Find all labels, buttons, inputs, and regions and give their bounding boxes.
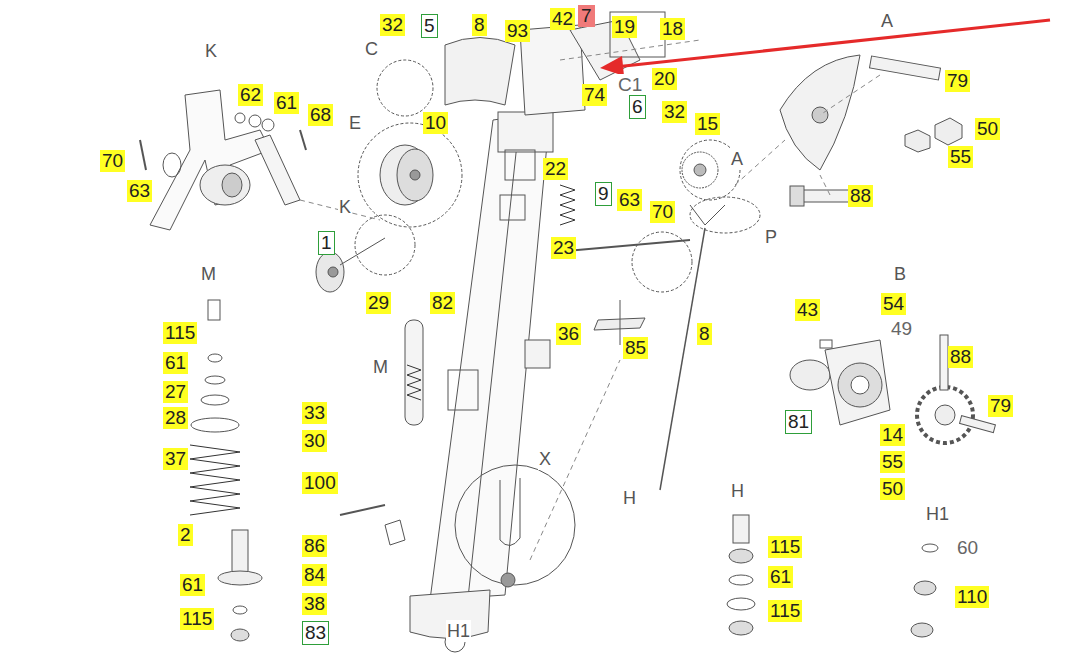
callout-number: 28 [163, 407, 188, 429]
callout-number: 70 [650, 201, 675, 223]
callout-number: 50 [975, 118, 1000, 140]
callout-number: 20 [652, 68, 677, 90]
view-letter: X [538, 448, 552, 470]
view-letter: H1 [925, 503, 950, 525]
callout-number: C1 [616, 74, 644, 96]
view-letter: M [200, 263, 217, 285]
callout-number: 100 [302, 472, 338, 494]
view-letter: M [372, 356, 389, 378]
callout-number: 54 [881, 293, 906, 315]
callout-number: 115 [163, 322, 197, 344]
callout-number: 30 [302, 430, 327, 452]
callout-number: 1 [318, 231, 335, 255]
callout-number: 38 [302, 593, 327, 615]
callout-number: 86 [302, 535, 327, 557]
callout-number: 68 [308, 104, 333, 126]
callout-number: 36 [556, 323, 581, 345]
callout-number: 88 [848, 185, 873, 207]
callout-number: 93 [505, 20, 530, 42]
view-letter: P [764, 226, 778, 248]
callout-number: 22 [543, 158, 568, 180]
callout-number: 33 [302, 402, 327, 424]
view-letter: E [348, 112, 362, 134]
callout-number: 32 [662, 101, 687, 123]
callout-number: 49 [889, 318, 914, 340]
callout-number: 63 [127, 180, 152, 202]
callout-number: 37 [163, 448, 188, 470]
callout-number: 79 [945, 70, 970, 92]
callout-number: 70 [100, 150, 125, 172]
view-letter: B [893, 263, 907, 285]
callout-number: 9 [595, 182, 612, 206]
callout-number: 110 [955, 586, 989, 608]
view-letter: H [622, 487, 637, 509]
callout-number: 5 [421, 14, 438, 38]
callout-number: 82 [430, 292, 455, 314]
callout-number: 55 [948, 146, 973, 168]
callout-number: 115 [768, 600, 802, 622]
callout-number: 85 [623, 337, 648, 359]
view-letter: A [880, 10, 894, 32]
view-letter: A [730, 148, 744, 170]
callout-number: 50 [880, 478, 905, 500]
callout-number: 55 [880, 451, 905, 473]
callout-number: 63 [617, 189, 642, 211]
callout-number: 8 [697, 323, 712, 345]
view-letter: K [338, 196, 352, 218]
callout-number: 23 [551, 237, 576, 259]
callout-number: 7 [578, 5, 595, 27]
callout-number: 14 [880, 424, 905, 446]
view-letter: H1 [446, 620, 471, 642]
callout-number: 32 [380, 14, 405, 36]
callout-number: 8 [472, 14, 487, 36]
callout-number: 61 [274, 92, 299, 114]
callout-number: 10 [423, 112, 448, 134]
callout-number: 84 [302, 564, 327, 586]
view-letter: K [204, 40, 218, 62]
callout-number: 6 [629, 95, 646, 119]
callout-number: 62 [238, 84, 263, 106]
callout-number: 19 [612, 16, 637, 38]
callout-number: 115 [768, 536, 802, 558]
callout-number: 83 [302, 621, 329, 645]
arrow-head [600, 56, 624, 76]
callout-number: 43 [795, 299, 820, 321]
column [430, 112, 550, 600]
callout-number: 42 [550, 8, 575, 30]
callout-number: 61 [163, 352, 188, 374]
callout-number: 115 [180, 608, 214, 630]
callout-number: 79 [988, 395, 1013, 417]
callout-number: 74 [582, 84, 607, 106]
view-letter: C [364, 38, 379, 60]
view-letter: H [730, 480, 745, 502]
callout-number: 2 [178, 524, 193, 546]
callout-number: 88 [948, 346, 973, 368]
callout-number: 61 [768, 566, 793, 588]
callout-number: 15 [695, 113, 720, 135]
callout-number: 29 [366, 292, 391, 314]
callout-number: 81 [785, 410, 812, 434]
callout-number: 18 [660, 18, 685, 40]
callout-number: 61 [180, 574, 205, 596]
callout-number: 60 [955, 537, 980, 559]
callout-number: 27 [163, 381, 188, 403]
